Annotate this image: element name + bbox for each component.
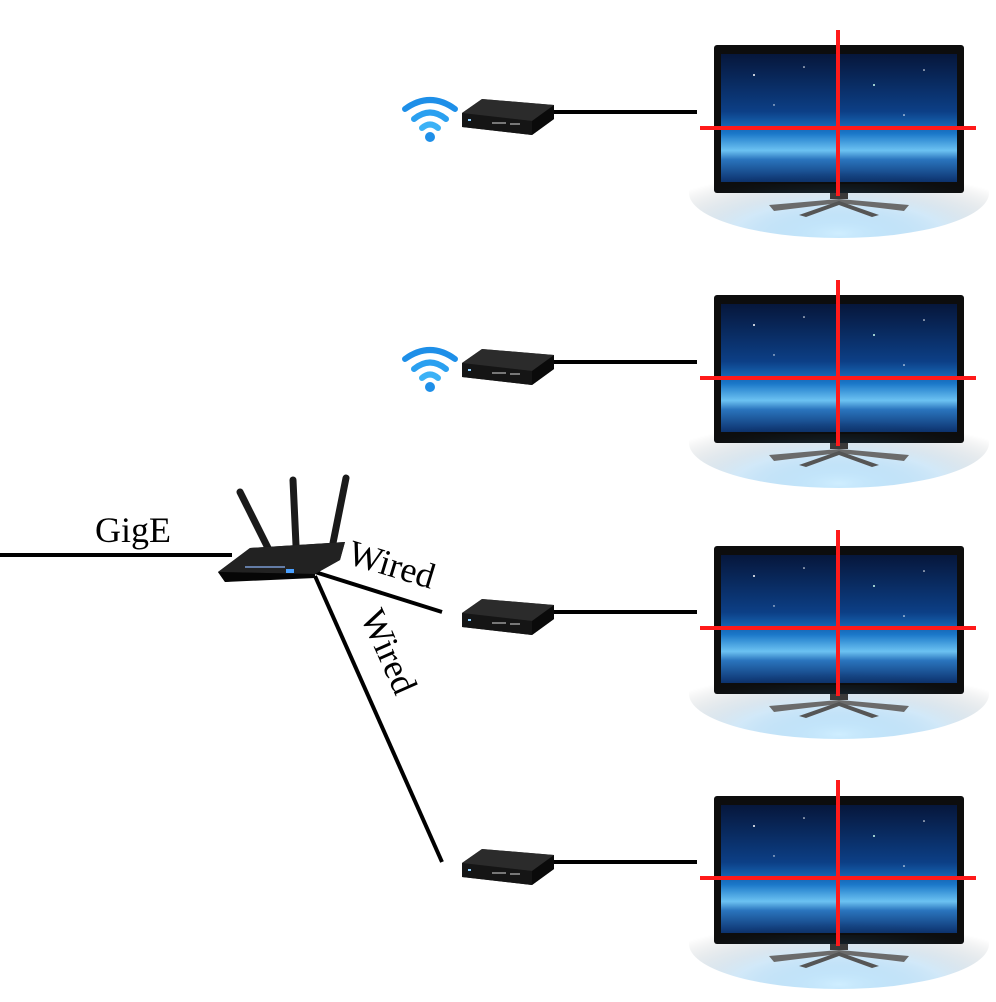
wired-cable-1	[314, 570, 443, 614]
media-receiver-icon	[462, 849, 554, 885]
crosshair-4	[700, 780, 976, 946]
media-receiver-icon	[462, 599, 554, 635]
wired-cable-2	[313, 575, 444, 863]
wifi-icon	[405, 350, 455, 392]
crosshair-1	[700, 30, 976, 196]
wifi-icon	[405, 100, 455, 142]
crosshairs	[700, 30, 976, 946]
crosshair-3	[700, 530, 976, 696]
crosshair-2	[700, 280, 976, 446]
media-receiver-icon	[462, 349, 554, 385]
cables	[0, 110, 697, 864]
media-receiver-icon	[462, 99, 554, 135]
gige-label: GigE	[95, 510, 171, 550]
router-icon	[218, 474, 350, 582]
